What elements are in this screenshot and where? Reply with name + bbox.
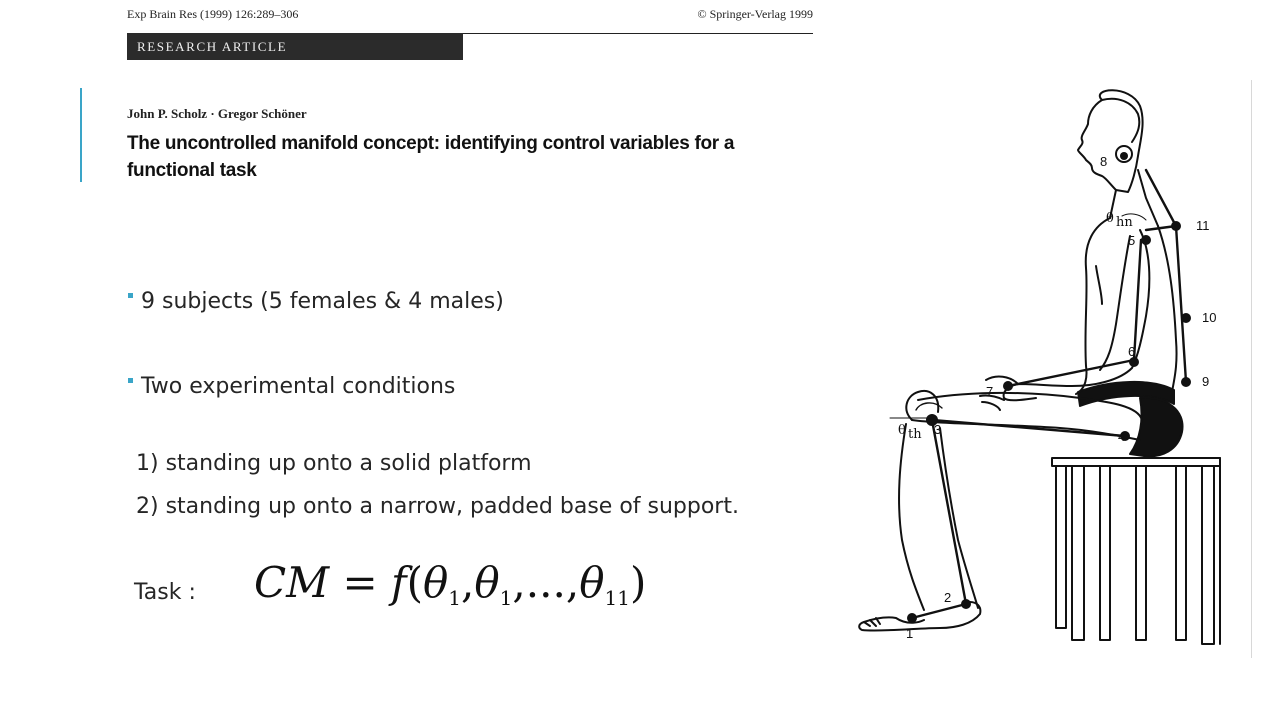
marker-label-9: 9 — [1202, 374, 1209, 389]
angle-th-sub: th — [908, 427, 922, 442]
marker-5-dot — [1141, 235, 1151, 245]
marker-label-1: 1 — [906, 626, 913, 641]
condition-2: 2) standing up onto a narrow, padded bas… — [136, 494, 739, 519]
task-formula: CM = f(θ1,θ1,...,θ11) — [254, 558, 647, 610]
chest-line — [1095, 265, 1103, 305]
marker-label-10: 10 — [1202, 310, 1216, 325]
marker-1-dot — [907, 613, 917, 623]
angle-th-arc — [915, 402, 943, 411]
angle-th-symbol: θ — [898, 423, 906, 438]
torso-back — [1157, 225, 1178, 393]
marker-7-dot — [1003, 381, 1013, 391]
journal-citation: Exp Brain Res (1999) 126:289–306 — [127, 7, 299, 21]
marker-label-3: 3 — [934, 422, 941, 437]
marker-dots — [907, 152, 1191, 623]
header-rule — [127, 33, 813, 34]
marker-6-dot — [1129, 357, 1139, 367]
marker-2-dot — [961, 599, 971, 609]
hair-line — [1101, 97, 1141, 143]
marker-label-11: 11 — [1196, 218, 1210, 233]
section-banner: RESEARCH ARTICLE — [127, 33, 463, 60]
bullet-square-icon — [128, 378, 133, 383]
bullet-text: Two experimental conditions — [141, 374, 456, 399]
foot-outline — [858, 601, 982, 632]
marker-label-6: 6 — [1128, 344, 1135, 359]
torso-front — [1075, 217, 1111, 395]
figure-edge — [1251, 80, 1252, 658]
toes-outline — [863, 617, 881, 627]
marker-label-2: 2 — [944, 590, 951, 605]
task-label: Task : — [134, 580, 196, 605]
arm-outline — [1002, 229, 1151, 402]
marker-9-dot — [1181, 377, 1191, 387]
publisher-copyright: © Springer-Verlag 1999 — [697, 7, 813, 21]
angle-hn-symbol: θ — [1106, 211, 1114, 226]
marker-label-4: 4 — [1118, 429, 1125, 444]
knee-outline — [905, 390, 940, 421]
segment-lines — [910, 168, 1188, 620]
stool-seat — [1051, 457, 1221, 467]
arm-inner — [1099, 235, 1131, 371]
waistband — [1077, 380, 1175, 407]
marker-11-dot — [1171, 221, 1181, 231]
hip-shadow — [1129, 396, 1184, 458]
lower-leg-outline — [898, 423, 979, 611]
ear-outline — [1115, 145, 1133, 163]
paper-authors: John P. Scholz · Gregor Schöner — [127, 106, 307, 121]
stool-legs — [1055, 457, 1221, 645]
angle-hn-sub: hn — [1116, 215, 1133, 230]
accent-line — [80, 88, 82, 182]
paper-title: The uncontrolled manifold concept: ident… — [127, 133, 735, 181]
marker-label-5: 5 — [1128, 233, 1135, 248]
seated-subject-figure: 1 2 3 4 5 6 7 8 9 10 11 θ hn θ th — [840, 80, 1252, 658]
marker-8-dot — [1120, 152, 1128, 160]
head-outline — [1077, 89, 1144, 193]
bullet-subjects: 9 subjects (5 females & 4 males) — [128, 289, 504, 314]
bullet-text: 9 subjects (5 females & 4 males) — [141, 289, 504, 314]
bullet-square-icon — [128, 293, 133, 298]
seated-subject-illustration: 1 2 3 4 5 6 7 8 9 10 11 θ hn θ th — [858, 89, 1221, 645]
condition-1: 1) standing up onto a solid platform — [136, 451, 532, 476]
marker-label-7: 7 — [986, 384, 993, 399]
paper-header-image: Exp Brain Res (1999) 126:289–306 © Sprin… — [80, 0, 832, 182]
marker-10-dot — [1181, 313, 1191, 323]
neck-outline — [1109, 169, 1159, 227]
marker-label-8: 8 — [1100, 154, 1107, 169]
angle-hn-arc — [1121, 213, 1147, 221]
marker-4-dot — [1120, 431, 1130, 441]
bullet-conditions: Two experimental conditions — [128, 374, 455, 399]
hand-outline — [979, 375, 1019, 411]
marker-3-dot — [926, 414, 938, 426]
